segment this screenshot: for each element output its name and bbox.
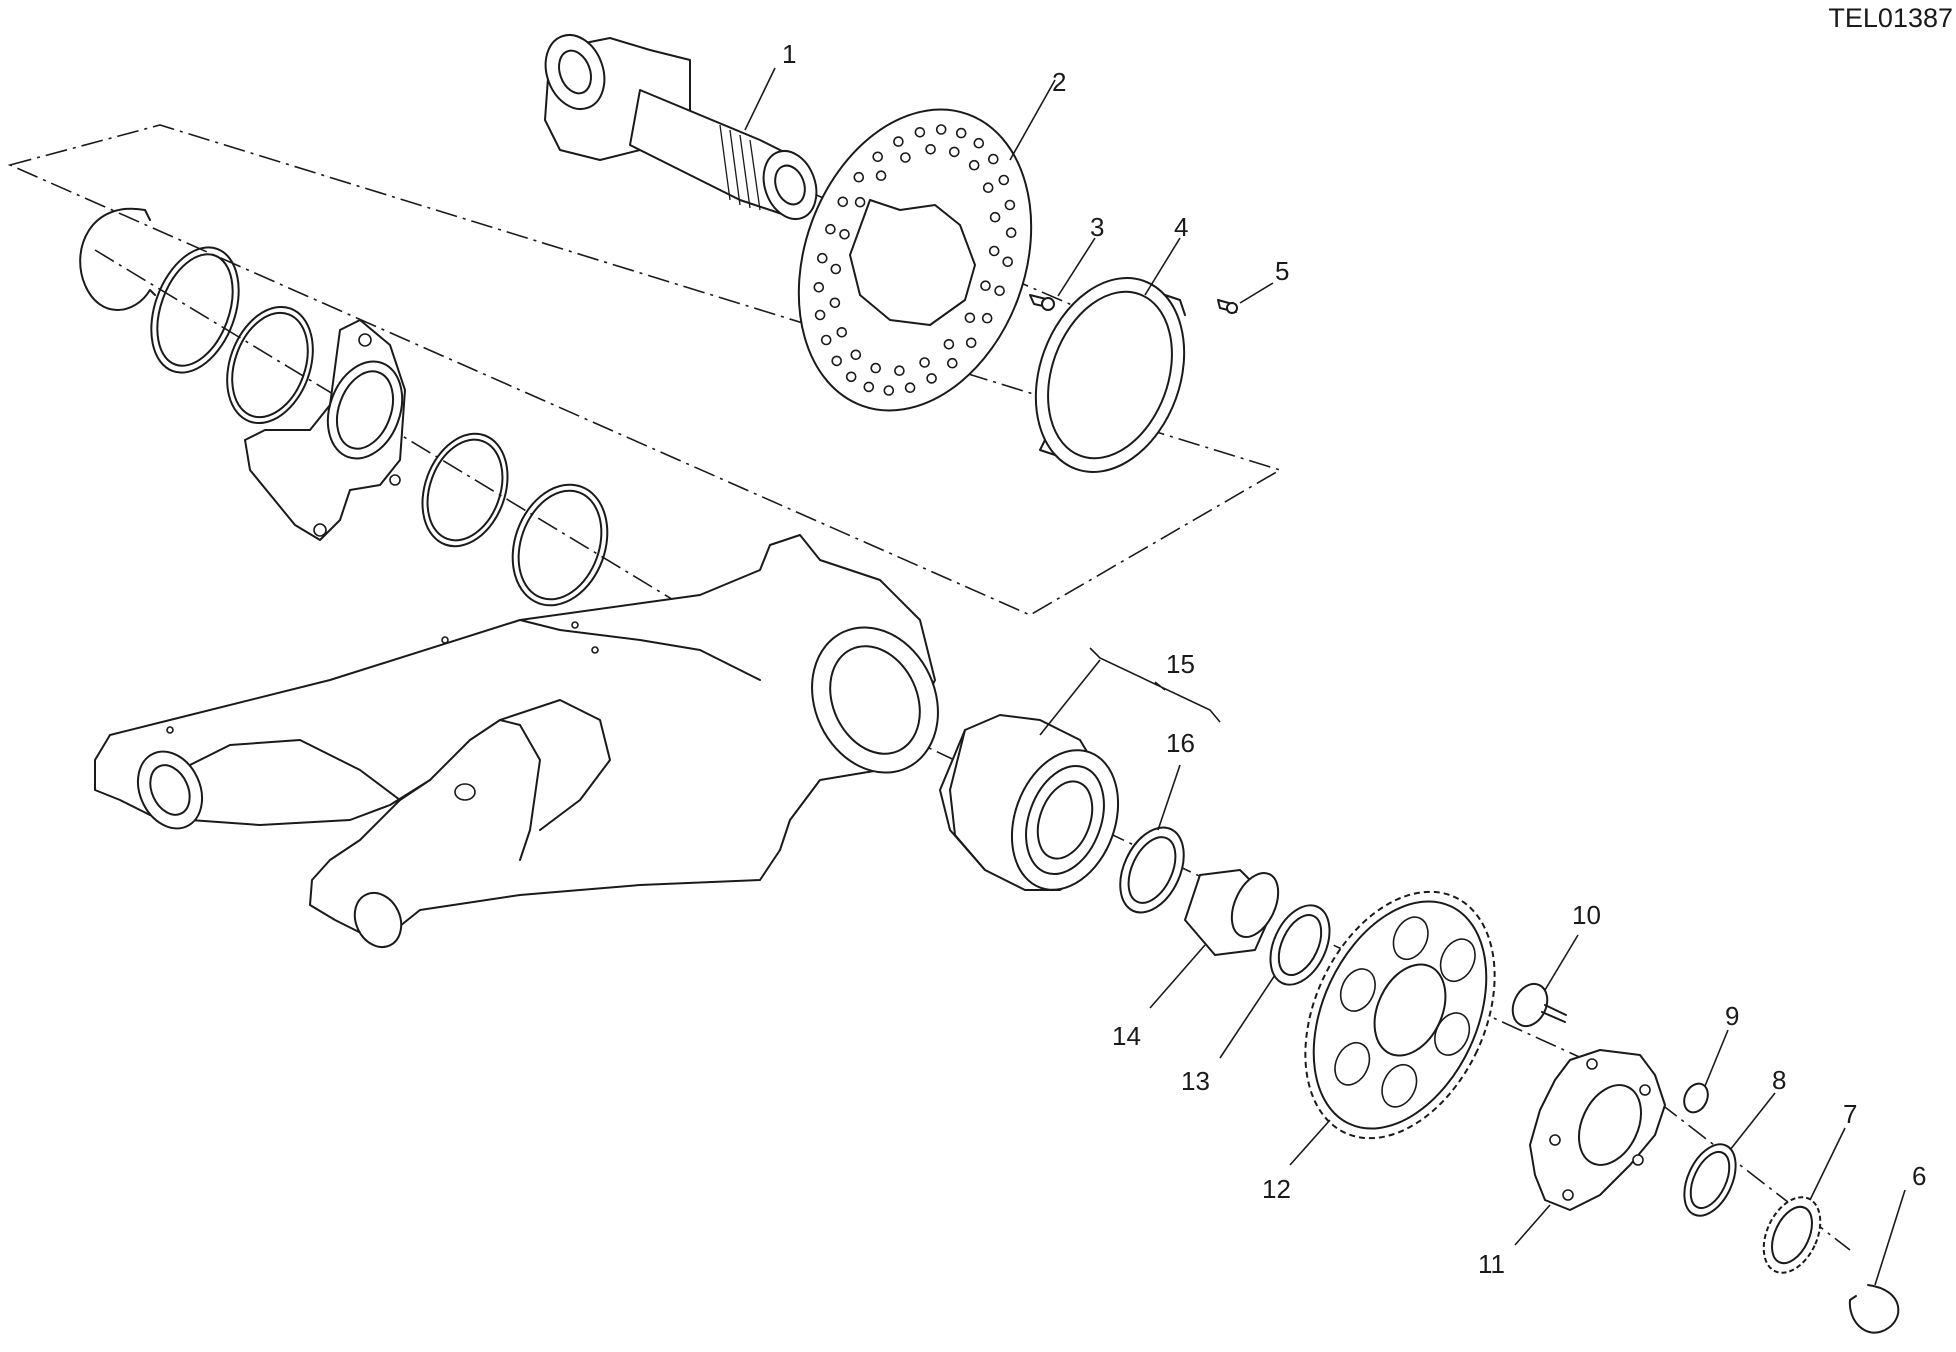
disc-hole bbox=[816, 252, 828, 264]
callout-13: 13 bbox=[1181, 1066, 1210, 1096]
disc-hole bbox=[814, 309, 826, 321]
disc-hole bbox=[1002, 256, 1014, 268]
disc-hole bbox=[980, 280, 991, 292]
sprocket-window bbox=[1339, 968, 1376, 1012]
disc-hole bbox=[894, 365, 905, 377]
disc-hole bbox=[831, 355, 843, 367]
disc-hole bbox=[925, 144, 936, 155]
disc-hole bbox=[948, 146, 960, 158]
disc-hole bbox=[1004, 199, 1016, 211]
disc-hole bbox=[982, 182, 994, 193]
callout-15-bracket bbox=[1089, 647, 1221, 723]
callout-14: 14 bbox=[1112, 1021, 1141, 1051]
disc-hole bbox=[829, 297, 841, 309]
callout-10: 10 bbox=[1572, 900, 1601, 930]
part-9-nut bbox=[1683, 1082, 1709, 1114]
callout-8: 8 bbox=[1772, 1065, 1786, 1095]
sprocket-window bbox=[1381, 1063, 1418, 1108]
callout-5: 5 bbox=[1275, 256, 1289, 286]
callout-6: 6 bbox=[1912, 1161, 1926, 1191]
callout-2: 2 bbox=[1052, 67, 1066, 97]
disc-holes bbox=[813, 124, 1017, 396]
disc-hole bbox=[987, 153, 999, 165]
callout-9: 9 bbox=[1725, 1001, 1739, 1031]
brake-side-rings bbox=[79, 207, 609, 607]
sprocket-window bbox=[1439, 938, 1476, 983]
part-5-screw bbox=[1217, 299, 1238, 314]
disc-hole bbox=[914, 127, 926, 138]
disc-hole bbox=[964, 312, 976, 324]
disc-hole bbox=[837, 196, 849, 208]
part-15-eccentric-hub bbox=[939, 714, 1120, 891]
callout-labels: 1 2 3 4 5 6 7 8 9 10 11 12 13 14 15 16 bbox=[782, 39, 1926, 1279]
leader-lines bbox=[744, 67, 1906, 1286]
disc-hole bbox=[998, 174, 1010, 186]
disc-hole bbox=[968, 159, 980, 171]
callout-3: 3 bbox=[1090, 212, 1104, 242]
disc-hole bbox=[853, 171, 865, 183]
disc-hole bbox=[965, 337, 977, 349]
callout-15: 15 bbox=[1166, 649, 1195, 679]
callout-1: 1 bbox=[782, 39, 796, 69]
part-12-sprocket bbox=[1304, 890, 1496, 1140]
disc-hole bbox=[955, 127, 967, 139]
disc-hole bbox=[904, 382, 916, 394]
part-14-spacer bbox=[1184, 869, 1280, 956]
disc-hole bbox=[870, 362, 882, 374]
disc-hole bbox=[872, 151, 884, 163]
disc-hole bbox=[973, 137, 985, 149]
disc-hole bbox=[1005, 227, 1017, 238]
disc-hole bbox=[989, 211, 1001, 223]
disc-hole bbox=[839, 229, 850, 240]
disc-hole bbox=[946, 357, 958, 369]
disc-hole bbox=[919, 357, 930, 368]
disc-hole bbox=[935, 124, 947, 135]
disc-hole bbox=[943, 338, 955, 350]
disc-hole bbox=[875, 170, 887, 181]
disc-hole bbox=[988, 245, 1000, 257]
disc-hole bbox=[893, 136, 904, 147]
sprocket-window bbox=[1334, 1041, 1371, 1086]
part-1-hub-shaft bbox=[544, 34, 818, 220]
disc-hole bbox=[900, 152, 911, 163]
disc-hole bbox=[825, 223, 836, 235]
swingarm-body bbox=[94, 534, 939, 949]
sprocket-window bbox=[1392, 916, 1429, 961]
disc-hole bbox=[854, 196, 866, 208]
disc-hole bbox=[926, 373, 937, 384]
disc-hole bbox=[836, 326, 848, 338]
callout-4: 4 bbox=[1174, 212, 1188, 242]
callout-7: 7 bbox=[1843, 1099, 1857, 1129]
sprocket-windows bbox=[1334, 916, 1476, 1108]
sprocket-window bbox=[1434, 1012, 1471, 1056]
callout-11: 11 bbox=[1478, 1249, 1505, 1279]
part-10-stud bbox=[1511, 982, 1567, 1028]
callout-12: 12 bbox=[1262, 1174, 1291, 1204]
disc-hole bbox=[994, 285, 1005, 297]
caliper-bracket bbox=[244, 319, 406, 541]
part-4-phonic-wheel bbox=[1034, 277, 1186, 473]
disc-hole bbox=[883, 385, 895, 396]
disc-hole bbox=[845, 371, 857, 383]
disc-hole bbox=[820, 334, 832, 346]
part-8-washer bbox=[1683, 1143, 1737, 1217]
part-7-ring-nut bbox=[1762, 1196, 1822, 1274]
disc-hole bbox=[863, 381, 875, 393]
disc-hole bbox=[850, 349, 862, 361]
part-6-circlip bbox=[1848, 1284, 1900, 1334]
disc-hole bbox=[813, 281, 825, 293]
part-11-sprocket-flange bbox=[1529, 1049, 1666, 1211]
disc-hole bbox=[981, 312, 993, 324]
assembly-boundary-box bbox=[7, 124, 1282, 616]
part-13-bearing bbox=[1269, 904, 1331, 986]
part-2-brake-disc bbox=[797, 108, 1033, 412]
drawing-code: TEL01387 bbox=[1828, 3, 1953, 33]
part-16-seal bbox=[1119, 826, 1185, 914]
part-3-screw bbox=[1029, 294, 1055, 311]
disc-hole bbox=[830, 263, 842, 275]
callout-16: 16 bbox=[1166, 728, 1195, 758]
